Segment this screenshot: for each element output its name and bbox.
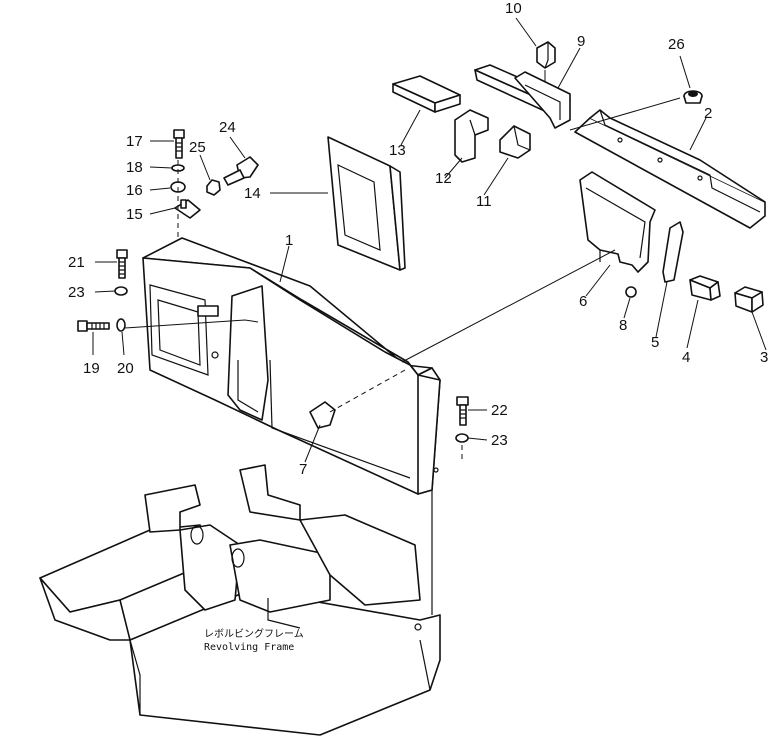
stopper-11 (499, 125, 531, 159)
washer-20 (116, 318, 126, 332)
callout-24: 24 (219, 119, 236, 136)
nut-25 (206, 179, 221, 196)
callout-18: 18 (126, 159, 143, 176)
bracket-plate-6 (579, 171, 656, 273)
callout-3: 3 (760, 349, 768, 366)
callout-20: 20 (117, 360, 134, 377)
callout-2: 2 (704, 105, 712, 122)
callout-16: 16 (126, 182, 143, 199)
bolt-22 (456, 396, 469, 426)
frame-label-japanese: レボルビングフレーム (204, 627, 304, 640)
callout-4: 4 (682, 349, 690, 366)
callout-14: 14 (244, 185, 261, 202)
callout-1: 1 (285, 232, 293, 249)
callout-8: 8 (619, 317, 627, 334)
block-3 (734, 286, 764, 313)
callout-12: 12 (435, 170, 452, 187)
frame-label-english: Revolving Frame (204, 642, 294, 653)
callout-15: 15 (126, 206, 143, 223)
callout-25: 25 (189, 139, 206, 156)
main-cover-part-1 (142, 237, 441, 495)
callout-26: 26 (668, 36, 685, 53)
bolt-19 (77, 320, 110, 332)
strip-5 (662, 221, 684, 283)
gasket-frame-14 (327, 136, 406, 271)
callout-21: 21 (68, 254, 85, 271)
pad-13 (392, 75, 461, 113)
grommet-26 (683, 90, 703, 104)
callout-19: 19 (83, 360, 100, 377)
bolt-17 (173, 129, 185, 159)
callout-13: 13 (389, 142, 406, 159)
washer-23-left (114, 286, 128, 296)
callout-5: 5 (651, 334, 659, 351)
channel-9 (474, 64, 571, 129)
callout-6: 6 (579, 293, 587, 310)
callout-23-right: 23 (491, 432, 508, 449)
callout-11: 11 (476, 193, 492, 210)
callout-7: 7 (299, 461, 307, 478)
callout-22: 22 (491, 402, 508, 419)
callout-9: 9 (577, 33, 585, 50)
block-12 (454, 109, 489, 163)
knob-bolt-24 (223, 156, 259, 186)
callout-10: 10 (505, 0, 522, 17)
callout-23-left: 23 (68, 284, 85, 301)
washer-8 (625, 286, 637, 298)
bolt-21 (116, 249, 128, 279)
angle-rail-2 (574, 109, 766, 229)
block-4 (689, 275, 721, 301)
block-10 (536, 41, 556, 69)
bracket-15 (174, 199, 201, 219)
callout-17: 17 (126, 133, 143, 150)
revolving-frame (39, 464, 441, 736)
washer-23-right (455, 433, 469, 443)
